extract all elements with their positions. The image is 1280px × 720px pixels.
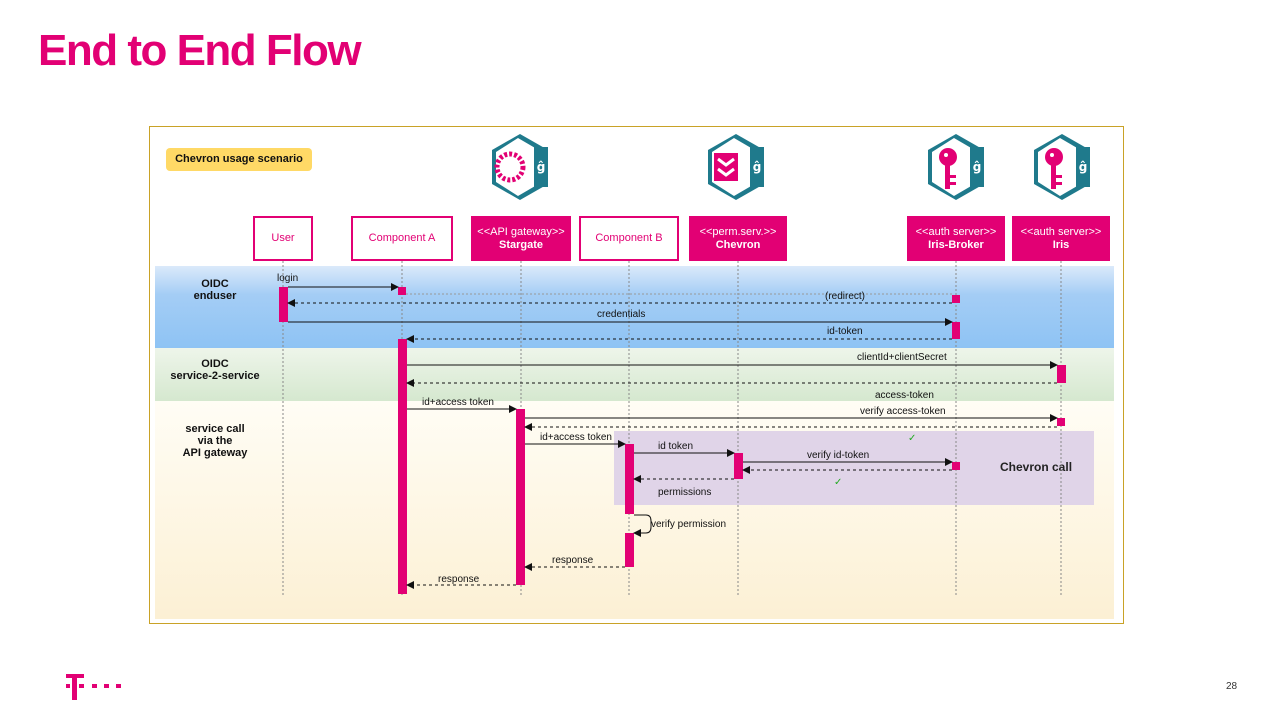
key-icon: ĝ [928,134,984,200]
message-id-token-chevron: id token [658,441,693,452]
key-icon: ĝ [1034,134,1090,200]
scenario-label: Chevron usage scenario [166,148,312,171]
band-label-line: service call [185,423,245,435]
activation-component-b [625,533,634,567]
message-id-access-token: id+access token [422,397,494,408]
svg-text:ĝ: ĝ [753,160,762,174]
activation-iris [1057,365,1066,383]
chevron-call-box [614,431,1094,505]
message-response-b: response [552,555,594,566]
message-permissions: permissions [658,487,711,498]
participant-name: Component B [595,232,663,244]
telekom-logo [66,674,121,700]
message-access-token: access-token [875,390,934,401]
activation-chevron [734,453,743,479]
band-label-line: service-2-service [170,370,260,382]
activation-component-a [398,287,406,295]
message-verify-id-token: verify id-token [807,450,869,461]
svg-text:ĝ: ĝ [973,160,982,174]
activation-iris-broker [952,322,960,339]
participant-stereotype: <<perm.serv.>> [699,225,777,238]
stargate-icon: ĝ [492,134,548,200]
band-label-line: via the [197,435,233,447]
participant-stereotype: <<API gateway>> [477,225,565,238]
checkmark-access-token: ✓ [908,433,916,444]
activation-iris-broker [952,462,960,470]
band-label-oidc-enduser: OIDC enduser [170,278,260,302]
activation-component-a [398,339,407,594]
participant-component-b: Component B [579,216,679,261]
participant-stargate: <<API gateway>> Stargate [471,216,571,261]
message-login: login [277,273,298,284]
activation-user [279,287,288,322]
participant-name: Component A [368,232,436,244]
participant-chevron: <<perm.serv.>> Chevron [689,216,787,261]
participant-name: Stargate [498,238,544,251]
band-label-line: enduser [193,290,237,302]
slide-title: End to End Flow [38,26,362,75]
band-label-service-call: service call via the API gateway [170,423,260,459]
participant-name: Iris [1052,238,1070,251]
message-id-token: id-token [827,326,863,337]
participant-stereotype: <<auth server>> [915,225,997,238]
activation-iris-broker [952,295,960,303]
participant-stereotype: <<auth server>> [1020,225,1102,238]
participant-name: User [271,232,295,244]
sequence-layer: login (redirect) credentials id-token cl… [277,261,1066,597]
message-redirect: (redirect) [825,291,865,302]
participant-component-a: Component A [351,216,453,261]
message-verify-access-token: verify access-token [860,406,946,417]
svg-text:ĝ: ĝ [1079,160,1088,174]
message-id-access-token-b: id+access token [540,432,612,443]
page-number: 28 [1226,681,1238,692]
participant-user: User [253,216,313,261]
messages [287,283,1058,589]
band-label-line: OIDC [201,278,229,290]
band-label-line: API gateway [182,447,248,459]
icons-layer: ĝ ĝ ĝ [492,134,1090,200]
band-label-line: OIDC [201,358,229,370]
message-response-a: response [438,574,480,585]
participant-iris: <<auth server>> Iris [1012,216,1110,261]
svg-text:ĝ: ĝ [537,160,546,174]
oidc-service-band [155,348,1114,401]
message-verify-permission: verify permission [651,519,726,530]
participant-iris-broker: <<auth server>> Iris-Broker [907,216,1005,261]
message-verify-permission-arrow [633,514,652,537]
chevron-call-label: Chevron call [1000,460,1073,474]
chevron-icon: ĝ [708,134,764,200]
checkmark-id-token: ✓ [834,477,842,488]
activation-stargate [516,409,525,585]
message-client-credentials: clientId+clientSecret [857,352,947,363]
activation-iris [1057,418,1065,426]
band-label-oidc-service: OIDC service-2-service [160,358,270,382]
participant-name: Iris-Broker [928,238,984,251]
activations [279,287,1066,594]
participant-name: Chevron [715,238,761,251]
message-credentials: credentials [597,309,645,320]
activation-component-b [625,444,634,514]
sequence-diagram: Chevron usage scenario ĝ ĝ [149,126,1124,624]
